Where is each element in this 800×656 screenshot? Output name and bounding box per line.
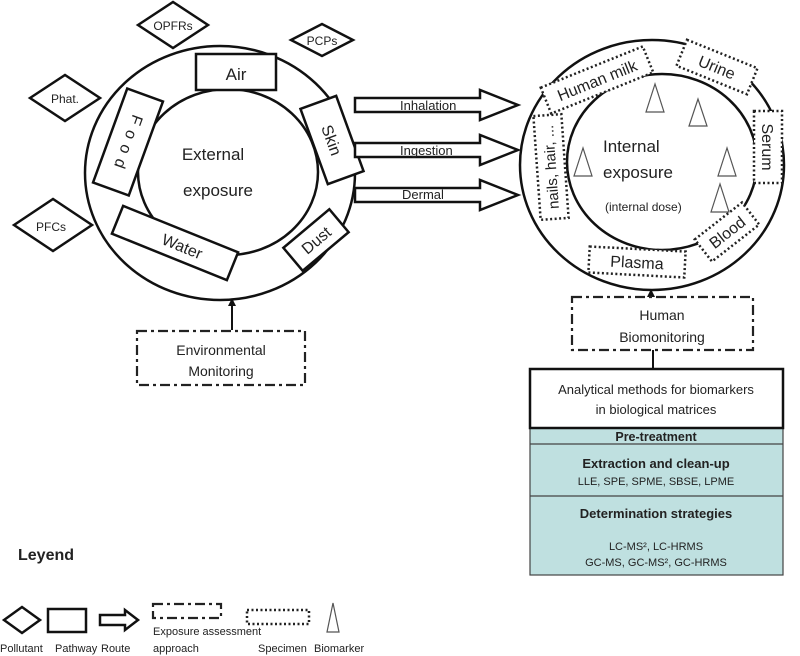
route-dermal: Dermal <box>353 178 522 212</box>
svg-text:PFCs: PFCs <box>36 220 66 234</box>
svg-text:Biomarker: Biomarker <box>314 643 364 655</box>
internal-outer-circle <box>518 38 786 292</box>
pretreatment-label: Pre-treatment <box>615 430 697 444</box>
pathway-air: Air <box>194 52 278 92</box>
legend-biomarker: Biomarker <box>314 602 364 655</box>
external-label-2: exposure <box>183 181 253 200</box>
svg-text:Serum: Serum <box>758 123 775 170</box>
svg-text:Phat.: Phat. <box>51 92 79 106</box>
svg-text:OPFRs: OPFRs <box>153 19 192 33</box>
svg-text:Inhalation: Inhalation <box>400 98 456 113</box>
determination-label: Determination strategies <box>580 506 732 521</box>
svg-text:PCPs: PCPs <box>307 34 338 48</box>
svg-text:Monitoring: Monitoring <box>188 363 253 379</box>
route-inhalation: Inhalation <box>353 88 522 122</box>
determination-list-2: GC-MS, GC-MS², GC-HRMS <box>585 557 727 569</box>
arrow-head-icon <box>647 289 655 297</box>
legend-pathway: Pathway <box>46 607 98 655</box>
biomarker-icon <box>688 97 708 127</box>
svg-text:Air: Air <box>226 65 247 84</box>
determination-list-1: LC-MS², LC-HRMS <box>609 541 703 553</box>
pollutant-phat: Phat. <box>27 73 103 123</box>
legend-specimen: Specimen <box>245 608 311 655</box>
extraction-list: LLE, SPE, SPME, SBSE, LPME <box>578 476 735 488</box>
specimen-plasma: Plasma <box>587 245 687 279</box>
svg-text:Dermal: Dermal <box>402 187 444 202</box>
internal-label-2: exposure <box>603 163 673 182</box>
analytical-methods-panel: Analytical methods for biomarkers in bio… <box>528 367 785 576</box>
methods-title-2: in biological matrices <box>596 402 717 417</box>
internal-label-1: Internal <box>603 137 660 156</box>
pathway-food: F o o d <box>91 86 165 198</box>
svg-text:Specimen: Specimen <box>258 643 307 655</box>
specimen-urine: Urine <box>674 38 760 96</box>
svg-text:Route: Route <box>101 643 130 655</box>
internal-dose-label: (internal dose) <box>605 200 682 214</box>
arrow-head-icon <box>228 298 236 306</box>
pollutant-pfcs: PFCs <box>11 197 95 253</box>
external-label-1: External <box>182 145 244 164</box>
legend-route: Route <box>98 607 141 655</box>
svg-text:nails, hair, ...: nails, hair, ... <box>540 124 563 209</box>
svg-text:Human: Human <box>639 307 684 323</box>
route-ingestion: Ingestion <box>353 133 522 167</box>
biomarker-icon <box>717 146 737 177</box>
legend-approach: Exposure assessment approach <box>151 602 261 655</box>
legend-pollutant: Pollutant <box>0 605 43 655</box>
svg-text:Exposure assessment: Exposure assessment <box>153 626 261 638</box>
biomarker-icon <box>710 182 730 213</box>
specimen-nails-hair: nails, hair, ... <box>532 112 570 222</box>
svg-text:Biomonitoring: Biomonitoring <box>619 329 705 345</box>
pollutant-opfrs: OPFRs <box>135 0 211 50</box>
pathway-water: Water <box>110 204 240 282</box>
legend-title: Leyend <box>18 547 74 564</box>
svg-text:Pollutant: Pollutant <box>0 643 43 655</box>
methods-title-1: Analytical methods for biomarkers <box>558 382 754 397</box>
extraction-label: Extraction and clean-up <box>582 456 729 471</box>
pollutant-pcps: PCPs <box>288 22 356 58</box>
specimen-human-milk: Human milk <box>539 44 655 116</box>
biomarker-icon <box>645 82 665 113</box>
biomarker-icon <box>573 146 593 177</box>
svg-text:Environmental: Environmental <box>176 342 266 358</box>
svg-text:Pathway: Pathway <box>55 643 98 655</box>
svg-text:Plasma: Plasma <box>610 254 664 274</box>
svg-text:Ingestion: Ingestion <box>400 143 453 158</box>
svg-text:approach: approach <box>153 643 199 655</box>
pathway-skin: Skin <box>298 94 366 186</box>
specimen-serum: Serum <box>752 109 784 185</box>
